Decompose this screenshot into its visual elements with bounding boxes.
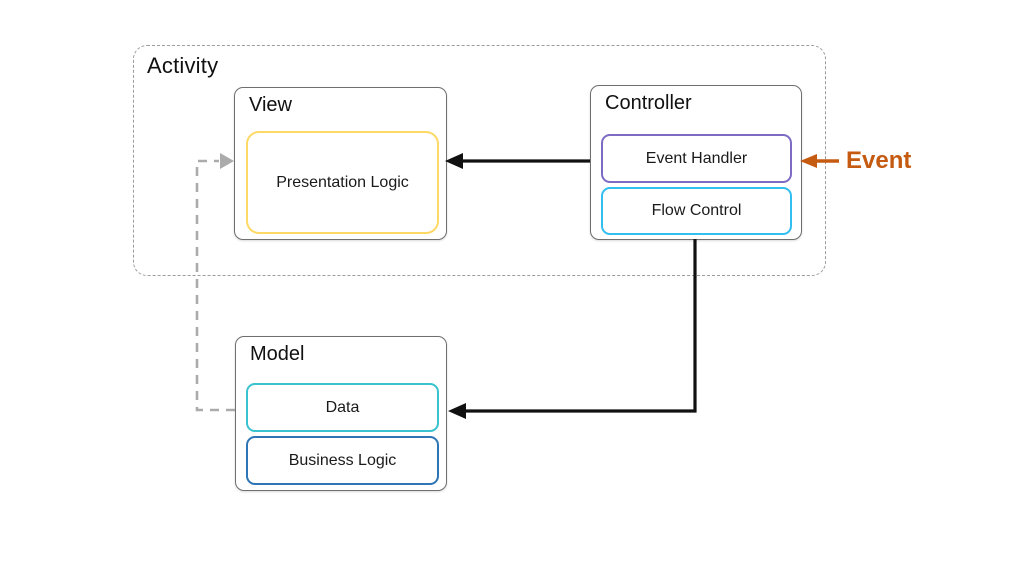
activity-label: Activity	[147, 53, 219, 78]
event-annotation-label: Event	[846, 147, 912, 174]
view-label: View	[249, 94, 292, 116]
controller-label: Controller	[605, 92, 692, 114]
presentation-logic-box: Presentation Logic	[246, 131, 439, 234]
event-handler-box: Event Handler	[601, 134, 792, 183]
event-handler-label: Event Handler	[645, 149, 748, 167]
model-label: Model	[250, 343, 305, 365]
data-label: Data	[325, 398, 360, 416]
presentation-logic-label: Presentation Logic	[276, 173, 409, 191]
business-logic-label: Business Logic	[288, 451, 397, 469]
flow-control-label: Flow Control	[651, 202, 742, 219]
business-logic-box: Business Logic	[246, 436, 439, 485]
flow-control-box: Flow Control	[601, 187, 792, 235]
arrow-controller-to-model-head	[448, 403, 466, 419]
data-box: Data	[246, 383, 439, 432]
